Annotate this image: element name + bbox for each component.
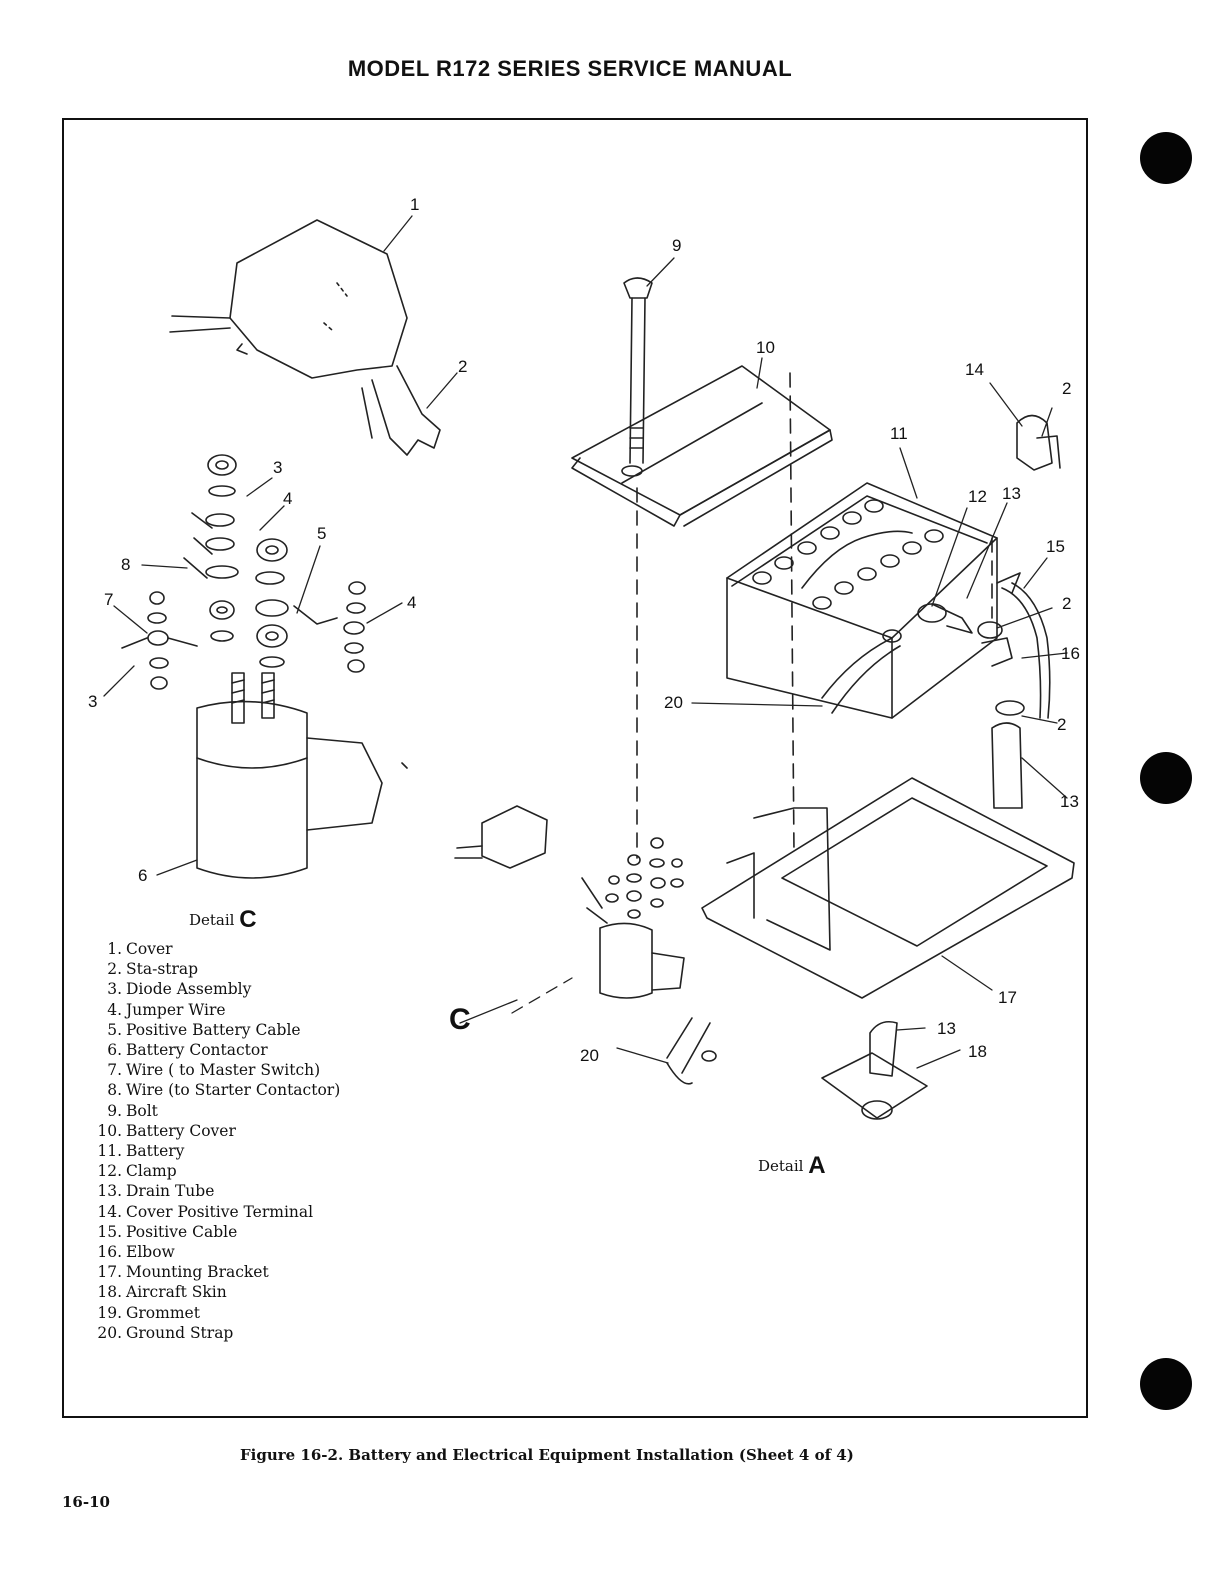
legend-item: 4.Jumper Wire xyxy=(107,1000,226,1019)
legend-item: 15.Positive Cable xyxy=(97,1222,238,1241)
alignment-lines xyxy=(636,372,993,859)
callout-9: 9 xyxy=(672,236,682,255)
callout-4: 4 xyxy=(283,489,293,508)
diode-stack xyxy=(293,581,366,673)
legend-item: 20.Ground Strap xyxy=(97,1323,234,1342)
hardware-stack-right xyxy=(255,538,289,668)
binder-hole xyxy=(1140,132,1192,184)
callout-16: 16 xyxy=(1061,644,1080,663)
legend-item: 10.Battery Cover xyxy=(97,1121,236,1140)
legend-item: 5.Positive Battery Cable xyxy=(107,1020,301,1039)
battery-contactor-part xyxy=(196,672,408,879)
contactor-small xyxy=(454,805,685,999)
legend-item: 13.Drain Tube xyxy=(97,1182,215,1201)
callout-4b: 4 xyxy=(407,593,417,612)
legend-item: 7.Wire ( to Master Switch) xyxy=(107,1061,321,1080)
legend-item: 1.Cover xyxy=(107,940,173,958)
cable-assembly xyxy=(917,572,1051,809)
callout-2: 2 xyxy=(458,357,468,376)
battery-cells xyxy=(752,499,944,610)
legend-item: 8.Wire (to Starter Contactor) xyxy=(107,1081,341,1100)
detail-c-label: Detail C xyxy=(189,906,257,933)
legend-item: 14.Cover Positive Terminal xyxy=(97,1202,314,1221)
callout-3: 3 xyxy=(273,458,283,477)
callout-18: 18 xyxy=(968,1042,987,1061)
callout-20: 20 xyxy=(664,693,683,712)
callout-17: 17 xyxy=(998,988,1017,1007)
detail-c-callout: C xyxy=(449,1003,471,1036)
legend-item: 9.Bolt xyxy=(107,1101,158,1120)
callout-7: 7 xyxy=(104,590,114,609)
exploded-view-drawing xyxy=(103,215,1075,1120)
sta-strap-part xyxy=(361,365,441,456)
drain-tube-skin xyxy=(821,1020,928,1120)
legend-item: 18.Aircraft Skin xyxy=(97,1283,227,1302)
callout-6: 6 xyxy=(138,866,148,885)
mounting-bracket-part xyxy=(701,777,1075,999)
binder-hole xyxy=(1140,1358,1192,1410)
callout-5: 5 xyxy=(317,524,327,543)
callout-15: 15 xyxy=(1046,537,1065,556)
callout-8: 8 xyxy=(121,555,131,574)
callout-2d: 2 xyxy=(1057,715,1067,734)
legend-item: 2.Sta-strap xyxy=(107,960,199,979)
figure-caption: Figure 16-2. Battery and Electrical Equi… xyxy=(240,1446,854,1464)
callout-10: 10 xyxy=(756,338,775,357)
legend-item: 6.Battery Contactor xyxy=(107,1041,268,1060)
cover-part xyxy=(169,219,408,379)
legend-item: 3.Diode Assembly xyxy=(107,980,252,999)
callout-13b: 13 xyxy=(1060,792,1079,811)
legend-item: 12.Clamp xyxy=(97,1162,177,1181)
hardware-stack-left xyxy=(183,454,239,642)
callout-2b: 2 xyxy=(1062,379,1072,398)
battery-part xyxy=(726,482,998,719)
callout-20b: 20 xyxy=(580,1046,599,1065)
legend-item: 17.Mounting Bracket xyxy=(97,1263,269,1282)
page-number: 16-10 xyxy=(62,1493,110,1511)
callout-13c: 13 xyxy=(937,1019,956,1038)
binder-hole xyxy=(1140,752,1192,804)
callout-3b: 3 xyxy=(88,692,98,711)
figure-frame xyxy=(62,118,1088,1418)
ground-strap-detail xyxy=(666,1017,717,1085)
leader-lines xyxy=(103,215,1068,1069)
detail-a-label: Detail A xyxy=(758,1152,826,1179)
legend-item: 11.Battery xyxy=(97,1142,185,1161)
parts-legend: 1.Cover 2.Sta-strap 3.Diode Assembly 4.J… xyxy=(84,939,340,1343)
positive-terminal-cover xyxy=(1016,414,1061,471)
callout-13: 13 xyxy=(1002,484,1021,503)
ground-strap-part xyxy=(821,629,902,714)
callout-11: 11 xyxy=(890,424,908,443)
legend-item: 19.Grommet xyxy=(97,1303,200,1322)
page-title: MODEL R172 SERIES SERVICE MANUAL xyxy=(347,56,793,81)
callout-12: 12 xyxy=(968,487,987,506)
battery-cover-part xyxy=(571,365,833,527)
wire-terminals xyxy=(121,591,198,690)
legend-item: 16.Elbow xyxy=(97,1243,175,1262)
callout-1: 1 xyxy=(410,195,420,214)
bolt-part xyxy=(623,277,653,464)
callout-2c: 2 xyxy=(1062,594,1072,613)
callout-14: 14 xyxy=(965,360,984,379)
